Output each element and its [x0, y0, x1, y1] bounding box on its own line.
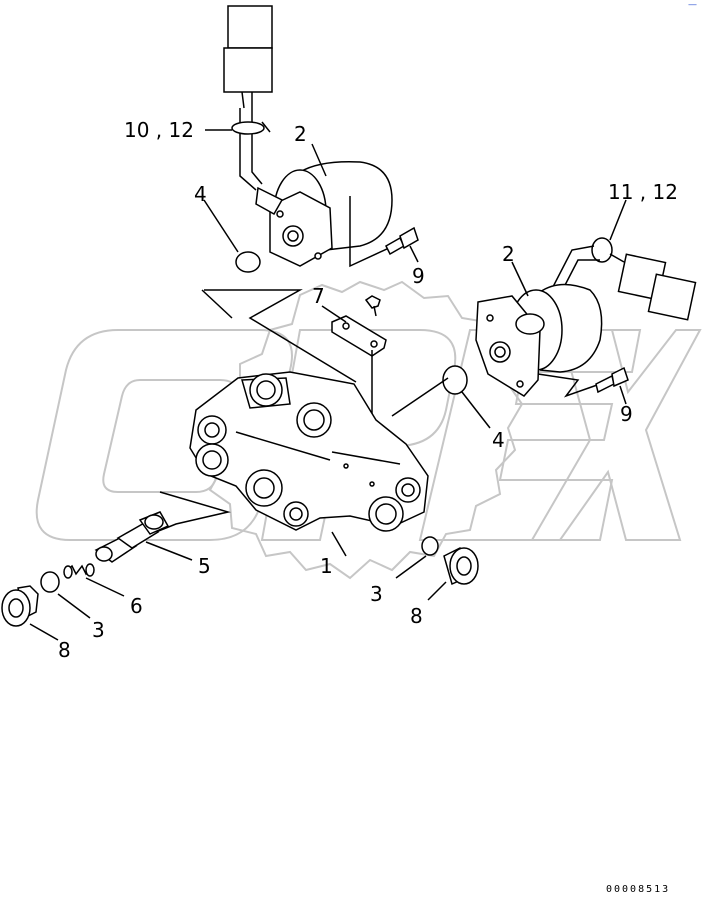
connector-plug-upper-b	[223, 47, 273, 93]
callout-8-left: 8	[58, 638, 71, 662]
callout-10-12: 10 , 12	[124, 118, 194, 142]
o-ring-4-right	[442, 365, 468, 395]
o-ring-3-left	[40, 571, 91, 619]
corner-mark: —	[688, 0, 697, 10]
wire-clamp-right	[591, 237, 613, 263]
callout-2-right: 2	[502, 242, 515, 266]
bolt-9-right	[595, 366, 629, 405]
callout-9-upper: 9	[412, 264, 425, 288]
drawing-code: 00008513	[606, 884, 671, 895]
callout-9-right: 9	[620, 402, 633, 426]
valve-body-1	[189, 371, 429, 557]
callout-3-left: 3	[92, 618, 105, 642]
callout-4-upper: 4	[194, 182, 207, 206]
plug-8-left	[1, 585, 59, 641]
o-ring-3-center	[395, 536, 439, 579]
solenoid-upper	[205, 5, 403, 268]
callout-8-center: 8	[410, 604, 423, 628]
wire-clamp-upper	[231, 121, 265, 135]
callout-7: 7	[312, 284, 325, 308]
callout-3-center: 3	[370, 582, 383, 606]
callout-2-upper: 2	[294, 122, 307, 146]
spring-6	[63, 563, 125, 597]
bolt-9-upper	[385, 226, 419, 263]
callout-4-right: 4	[492, 428, 505, 452]
callout-5: 5	[198, 554, 211, 578]
callout-11-12: 11 , 12	[608, 180, 678, 204]
plug-8-center	[427, 547, 479, 601]
spool-5	[94, 511, 193, 563]
connector-plug-right-b	[647, 273, 697, 321]
callout-1: 1	[320, 554, 333, 578]
solenoid-right	[475, 199, 697, 398]
callout-6: 6	[130, 594, 143, 618]
connector-plug-upper-a	[227, 5, 273, 49]
o-ring-4-upper	[235, 251, 261, 273]
